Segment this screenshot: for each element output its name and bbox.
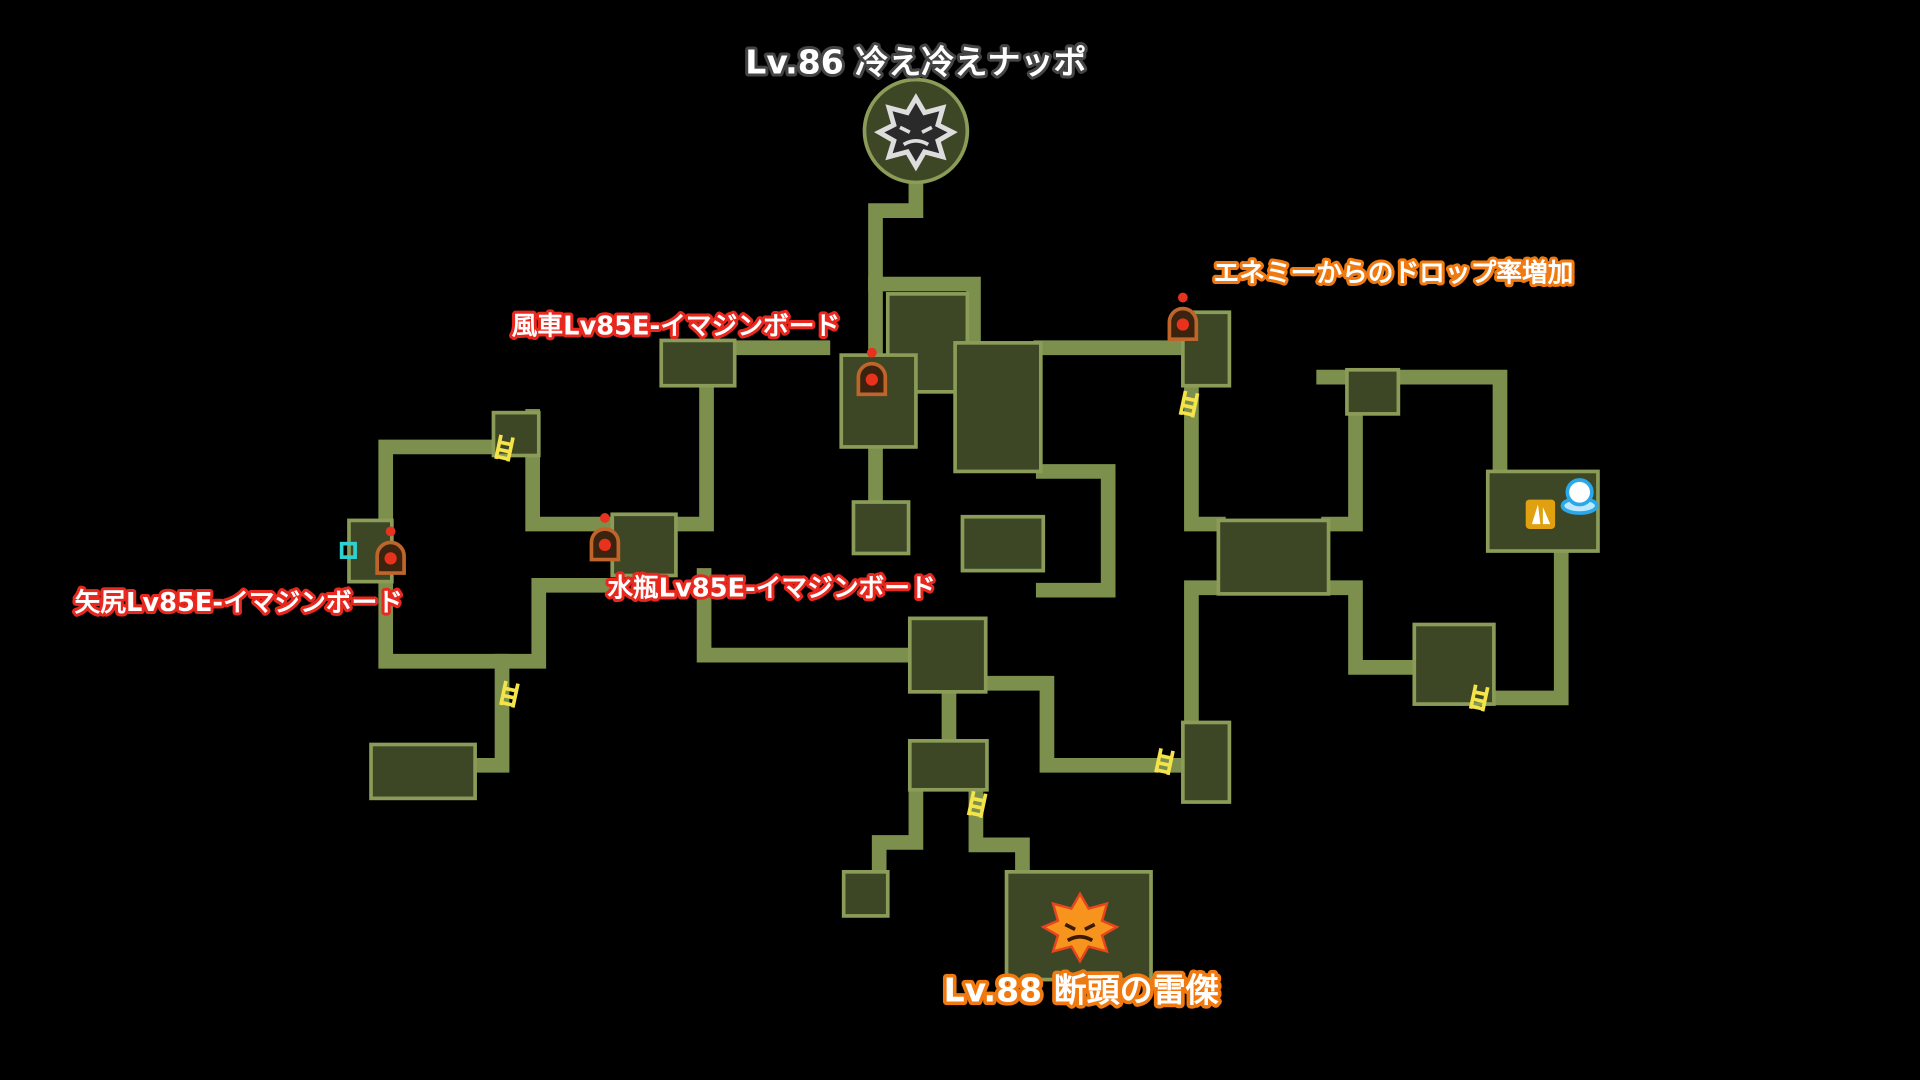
- gate-icon: [856, 347, 888, 397]
- ladder-icon: [499, 680, 520, 708]
- boss-label-north: Lv.86 冷え冷えナッポ: [745, 42, 1086, 81]
- room: [1216, 518, 1331, 596]
- room: [907, 738, 989, 792]
- ladder-icon: [966, 790, 988, 819]
- room: [610, 512, 678, 578]
- room: [907, 616, 988, 694]
- ladder-icon: [1178, 390, 1200, 418]
- ladder-icon: [1468, 684, 1490, 712]
- warp-point-icon[interactable]: [1560, 478, 1599, 515]
- ladder-icon: [494, 434, 515, 462]
- room: [1181, 310, 1232, 388]
- room: [851, 500, 911, 556]
- aquarius-board-label: 水瓶Lv85E-イマジンボード: [607, 573, 935, 603]
- room: [953, 341, 1043, 474]
- gate-markers: [375, 292, 1199, 575]
- ladder-markers: [494, 390, 1490, 819]
- room: [960, 514, 1046, 573]
- frost-boss-icon[interactable]: [874, 93, 958, 172]
- campsite-icon[interactable]: [1525, 499, 1556, 529]
- room: [1345, 367, 1401, 416]
- room: [1181, 720, 1232, 804]
- player-marker-icon[interactable]: [339, 541, 357, 559]
- room: [659, 338, 737, 388]
- arrowhead-board-label: 矢尻Lv85E-イマジンボード: [75, 587, 403, 618]
- windmill-board-label: 風車Lv85E-イマジンボード: [512, 311, 840, 341]
- gate-icon: [589, 513, 621, 562]
- room: [369, 742, 477, 801]
- room: [841, 870, 890, 918]
- rooms: [347, 77, 1600, 982]
- flame-boss-icon[interactable]: [1040, 891, 1120, 964]
- boss-label-south: Lv.88 断頭の雷傑: [944, 971, 1219, 1010]
- ladder-icon: [1154, 748, 1175, 776]
- drop-rate-label: エネミーからのドロップ率増加: [1214, 258, 1574, 289]
- gate-icon: [375, 526, 406, 575]
- room: [1412, 622, 1496, 706]
- gate-icon: [1167, 292, 1199, 342]
